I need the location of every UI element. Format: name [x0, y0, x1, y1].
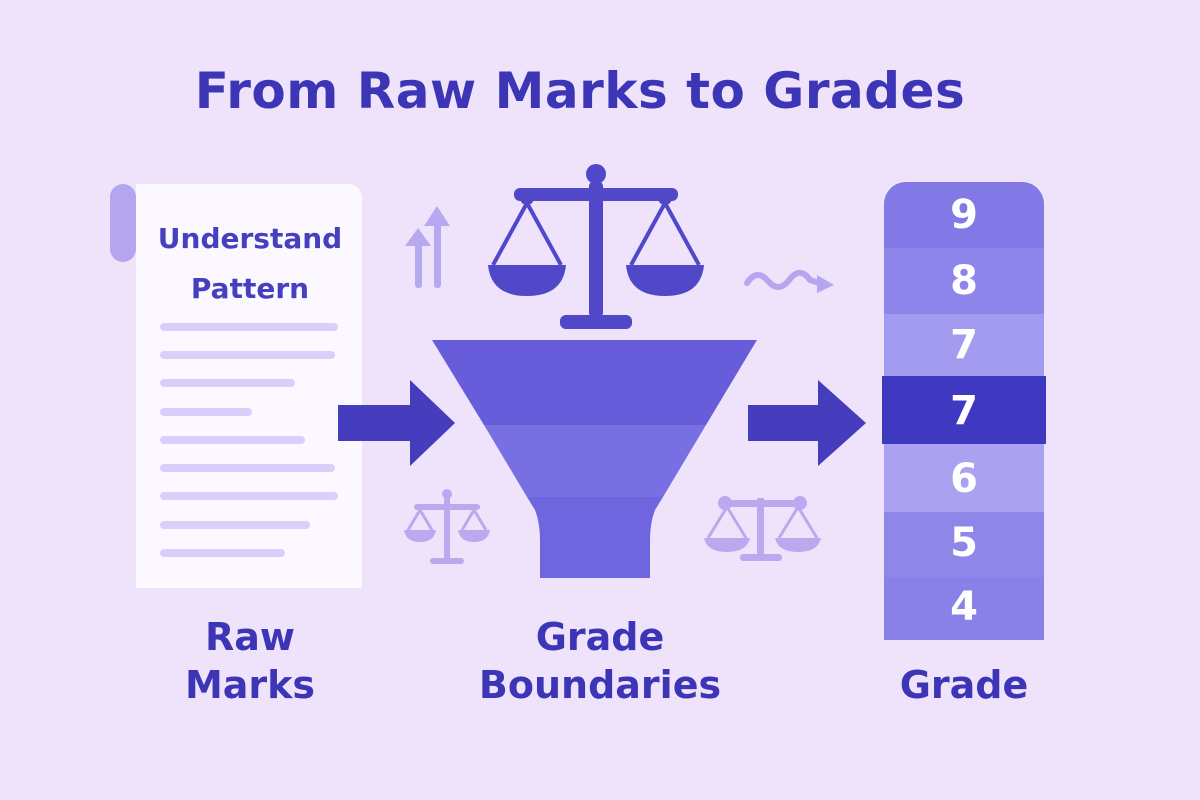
- grade-boundaries-caption-line2: Boundaries: [478, 663, 722, 707]
- grade-label: 5: [950, 520, 978, 566]
- diagram-title: From Raw Marks to Grades: [194, 62, 966, 120]
- grade-boundaries-caption-line1: Grade: [535, 615, 665, 659]
- grade-label: 4: [950, 584, 978, 630]
- funnel-icon: [432, 340, 757, 578]
- arrow-right-icon: [338, 380, 455, 466]
- grade-label-highlighted: 7: [950, 388, 978, 434]
- grade-label: 9: [950, 192, 978, 238]
- document-heading-line1: Understand: [157, 222, 343, 255]
- scale-icon: [488, 164, 704, 329]
- raw-marks-caption-line1: Raw: [204, 615, 295, 659]
- document-icon: [110, 184, 362, 588]
- small-scale-icon-left: [404, 489, 490, 564]
- document-heading-line2: Pattern: [190, 272, 310, 305]
- raw-marks-caption-line2: Marks: [184, 663, 316, 707]
- small-scale-icon-right: [704, 496, 821, 561]
- up-arrows-icon: [405, 206, 450, 288]
- grade-caption: Grade: [899, 663, 1029, 707]
- grade-label: 8: [950, 258, 978, 304]
- arrow-right-icon-2: [748, 380, 866, 466]
- squiggle-arrow-icon: [744, 269, 834, 293]
- grade-label: 6: [950, 456, 978, 502]
- grade-label: 7: [950, 322, 978, 368]
- grade-column: [882, 182, 1046, 640]
